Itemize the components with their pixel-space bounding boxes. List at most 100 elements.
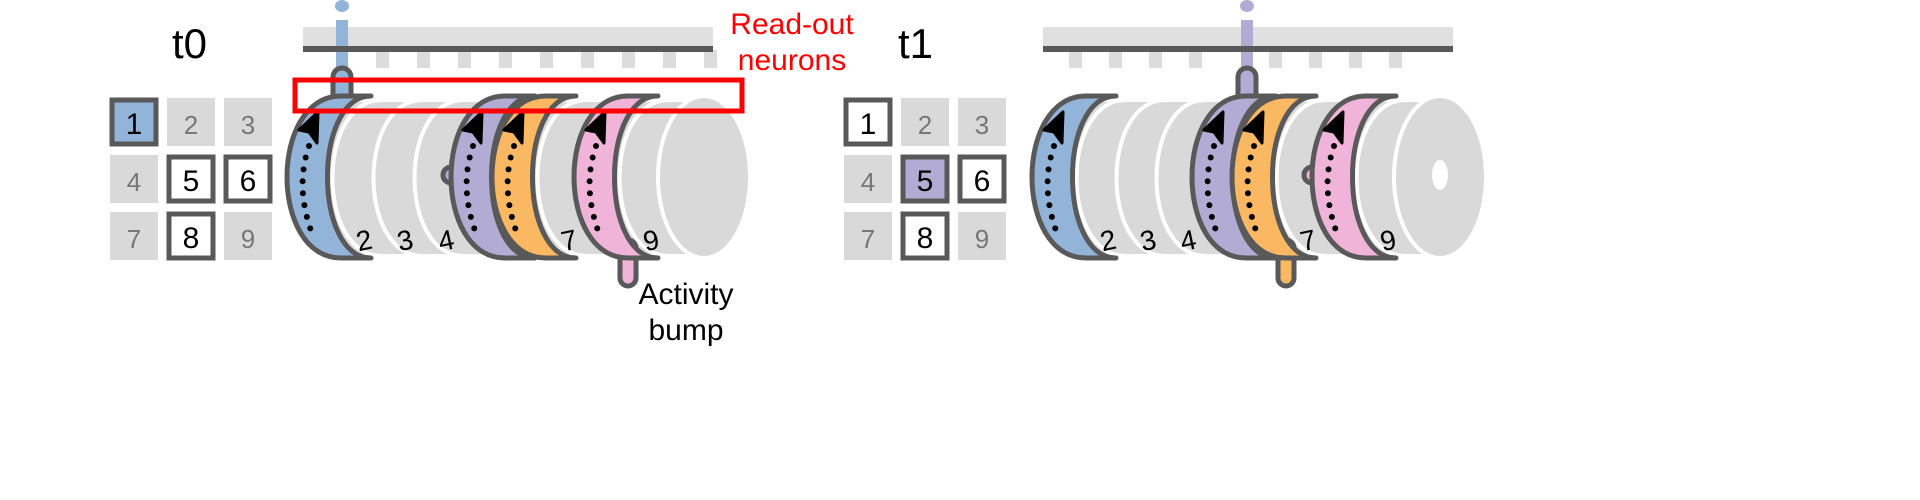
- grid-cell-box: [109, 97, 159, 147]
- readout-bar-line: [303, 46, 713, 52]
- grid-cell-label: 2: [184, 110, 198, 140]
- readout-neuron-tick: [1349, 50, 1362, 68]
- grid-cell-label: 6: [240, 165, 257, 198]
- grid-cell-box: [844, 155, 892, 203]
- slot-label: 3: [1137, 224, 1159, 258]
- readout-highlight-box: [292, 77, 745, 114]
- readout-neuron-tick: [622, 50, 635, 68]
- active-ring-8: [1309, 93, 1399, 261]
- active-ring-1: [1029, 93, 1119, 261]
- grid-cell-box: [843, 97, 893, 147]
- readout-bar: [303, 27, 713, 49]
- grid-cell-label: 3: [975, 110, 989, 140]
- grid-cell-8: 8: [900, 211, 950, 261]
- grid-cell-4: 4: [110, 155, 158, 203]
- grid-cell-label: 7: [127, 224, 141, 254]
- ring-direction-dots: [299, 143, 316, 239]
- slot-label: 2: [1097, 224, 1119, 258]
- readout-neuron-tick: [1309, 50, 1322, 68]
- grid-cell-3: 3: [224, 98, 272, 146]
- grid-cell-box: [110, 212, 158, 260]
- readout-neuron-tick: [1269, 50, 1282, 68]
- readout-neuron-tick: [417, 50, 430, 68]
- grid-cell-9: 9: [958, 212, 1006, 260]
- readout-neuron-tick: [704, 50, 717, 68]
- ring-direction-dots: [1324, 143, 1341, 239]
- grid-cell-5: 5: [900, 154, 950, 204]
- cylinder-end-cap: [656, 94, 752, 260]
- active-ring-6: [489, 93, 579, 261]
- grid-cell-box: [166, 211, 216, 261]
- grid-cell-2: 2: [901, 98, 949, 146]
- readout-neuron-tick: [1149, 50, 1162, 68]
- grid-cell-label: 6: [974, 165, 991, 198]
- ring-direction-dots: [1244, 143, 1261, 239]
- grid-cell-box: [958, 212, 1006, 260]
- grid-cell-7: 7: [110, 212, 158, 260]
- arrowhead-icon: [584, 110, 607, 145]
- active-ring-1: [284, 93, 374, 261]
- grid-cell-1: 1: [843, 97, 893, 147]
- readout-neuron-tick: [540, 50, 553, 68]
- bump-label-line1: Activity: [638, 278, 733, 311]
- grid-cell-label: 8: [183, 222, 200, 255]
- grid-cell-box: [110, 155, 158, 203]
- grid-cell-box: [900, 154, 950, 204]
- slot-label: 7: [558, 224, 580, 258]
- slot-label: 7: [1297, 224, 1319, 258]
- readout-label-line2: neurons: [738, 44, 846, 77]
- grid-cell-label: 9: [975, 224, 989, 254]
- readout-neuron-tick: [1109, 50, 1122, 68]
- grid-cell-label: 3: [241, 110, 255, 140]
- slot-label: 9: [1377, 224, 1399, 258]
- readout-signal-drop: [1240, 0, 1254, 12]
- ring-direction-dots: [586, 143, 603, 239]
- grid-cell-label: 5: [917, 165, 934, 198]
- grid-cell-box: [167, 98, 215, 146]
- panel-t0: t0 123456789123456789: [109, 0, 752, 289]
- ring-direction-dots: [463, 143, 480, 239]
- readout-label-line1: Read-out: [730, 8, 854, 41]
- slot-label: 2: [353, 224, 375, 258]
- arrowhead-icon: [461, 110, 484, 145]
- grid-cell-8: 8: [166, 211, 216, 261]
- slot-label: 9: [640, 224, 662, 258]
- grid-cell-box: [901, 98, 949, 146]
- grid-cell-6: 6: [957, 154, 1007, 204]
- readout-neuron-tick: [663, 50, 676, 68]
- readout-neuron-tick: [458, 50, 471, 68]
- panel-t1: t1 123456789123456789: [843, 0, 1488, 289]
- readout-neuron-tick: [1069, 50, 1082, 68]
- readout-bar-line: [1043, 46, 1453, 52]
- slot-label: 4: [1177, 224, 1199, 258]
- grid-cell-label: 4: [861, 167, 875, 197]
- grid-cell-label: 4: [127, 167, 141, 197]
- grid-cell-label: 8: [917, 222, 934, 255]
- readout-neuron-tick: [1189, 50, 1202, 68]
- grid-cell-label: 1: [126, 108, 143, 141]
- bump-label-line2: bump: [648, 314, 723, 347]
- grid-cell-label: 5: [183, 165, 200, 198]
- readout-neuron-tick: [581, 50, 594, 68]
- grid-cell-4: 4: [844, 155, 892, 203]
- grid-cell-3: 3: [958, 98, 1006, 146]
- grid-cell-box: [958, 98, 1006, 146]
- panel-title: t1: [898, 20, 933, 67]
- arrowhead-icon: [1042, 110, 1065, 145]
- ring-direction-dots: [1044, 143, 1061, 239]
- readout-neuron-tick: [376, 50, 389, 68]
- panel-title: t0: [172, 20, 207, 67]
- ring-direction-dots: [1204, 143, 1221, 239]
- grid-cell-1: 1: [109, 97, 159, 147]
- grid-cell-box: [224, 212, 272, 260]
- grid-cell-2: 2: [167, 98, 215, 146]
- grid-cell-7: 7: [844, 212, 892, 260]
- grid-cell-box: [957, 154, 1007, 204]
- readout-neuron-tick: [499, 50, 512, 68]
- active-ring-8: [571, 93, 661, 261]
- grid-cell-label: 1: [860, 108, 877, 141]
- grid-cell-5: 5: [166, 154, 216, 204]
- grid-cell-9: 9: [224, 212, 272, 260]
- arrowhead-icon: [297, 110, 320, 145]
- readout-signal-drop: [335, 0, 349, 12]
